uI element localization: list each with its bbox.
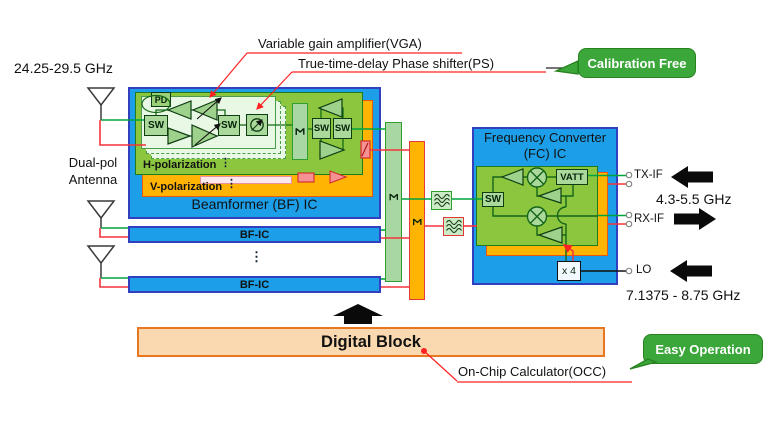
occ-annotation: On-Chip Calculator(OCC) xyxy=(458,364,607,379)
fc-title-line1: Frequency Converter xyxy=(483,130,607,145)
calibration-free-badge: Calibration Free xyxy=(578,48,696,78)
bf-ic-bar-3: BF-IC xyxy=(128,276,381,293)
lo-in-arrow xyxy=(670,260,712,282)
ps-annotation: True-time-delay Phase shifter(PS) xyxy=(298,56,495,71)
tx-if-label: TX-IF xyxy=(634,169,663,181)
rx-if-label: RX-IF xyxy=(634,213,665,225)
v-combiner-column: Σ xyxy=(409,141,425,300)
sw-box-antenna: SW xyxy=(144,115,168,136)
rf-freq-label: 24.25-29.5 GHz xyxy=(14,60,113,76)
sigma-symbol: Σ xyxy=(292,127,308,136)
bandpass-filter-v-icon xyxy=(443,217,464,236)
antenna-3-icon xyxy=(86,245,116,278)
antenna-2-icon xyxy=(86,200,116,228)
tx-if-freq: 4.3-5.5 GHz xyxy=(656,191,732,207)
lo-multiplier-x4-box: x 4 xyxy=(557,261,581,281)
if-ports xyxy=(625,171,633,275)
sw-box-trx2: SW xyxy=(333,118,352,139)
ellipsis-channels: ⋮ xyxy=(220,157,231,169)
lo-label: LO xyxy=(636,264,652,276)
bandpass-filter-h-icon xyxy=(431,191,452,210)
combiner-sigma-block: Σ xyxy=(292,103,308,160)
vatt-box: VATT xyxy=(556,169,588,185)
phase-shifter-box xyxy=(246,114,268,136)
lo-freq: 7.1375 - 8.75 GHz xyxy=(626,287,741,303)
h-combiner-column: Σ xyxy=(385,122,402,282)
digital-up-arrow xyxy=(333,304,383,324)
sw-box-trx1: SW xyxy=(312,118,331,139)
sigma-symbol: Σ xyxy=(410,218,424,226)
antenna-1-icon xyxy=(86,87,116,120)
easy-operation-badge: Easy Operation xyxy=(643,334,763,364)
dual-pol-label-line2: Antenna xyxy=(68,172,118,187)
sw-box-channel: SW xyxy=(218,115,240,136)
v-pol-panel-peek xyxy=(200,176,292,184)
power-detector-box: PD xyxy=(151,92,171,107)
v-polarization-label: V-polarization xyxy=(150,181,223,193)
dual-pol-label-line1: Dual-pol xyxy=(68,155,118,170)
ellipsis-vpol: ⋮ xyxy=(226,178,237,190)
tx-in-arrow xyxy=(671,166,713,188)
h-polarization-label: H-polarization xyxy=(143,159,217,171)
bf-ic-bar-2: BF-IC xyxy=(128,226,381,243)
ellipsis-bf-bars: ⋮ xyxy=(250,249,263,264)
digital-block-bar: Digital Block xyxy=(137,327,605,357)
calibration-badge-tail xyxy=(553,59,579,75)
fc-title-line2: (FC) IC xyxy=(523,146,567,161)
sigma-symbol: Σ xyxy=(386,193,401,201)
vga-annotation: Variable gain amplifier(VGA) xyxy=(258,36,422,51)
fc-sw-box: SW xyxy=(482,192,504,207)
rx-out-arrow xyxy=(674,208,716,230)
bf-ic-title: Beamformer (BF) IC xyxy=(191,196,318,212)
